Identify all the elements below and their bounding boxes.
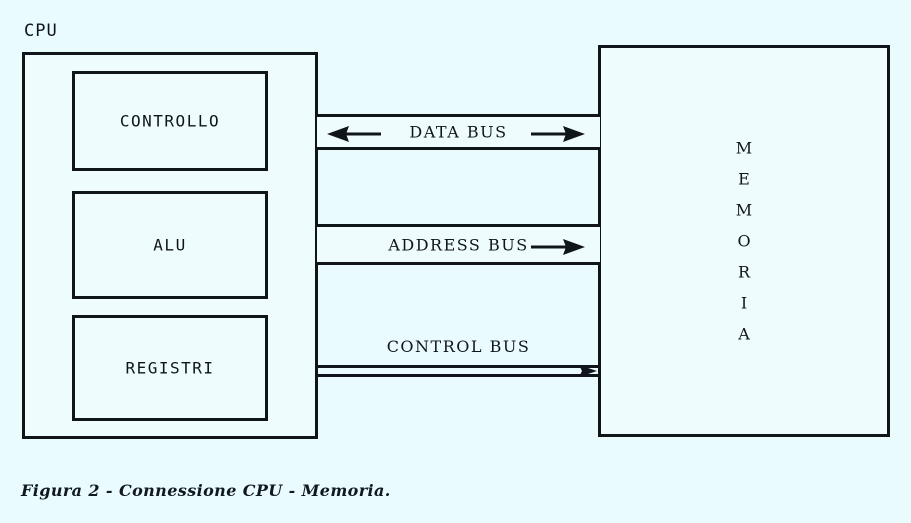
memoria-letter: M — [735, 138, 753, 158]
data-bus-label: DATA BUS — [409, 122, 508, 142]
memoria-letter: I — [740, 293, 748, 313]
address-bus-band: ADDRESS BUS — [317, 224, 600, 265]
memoria-label: M E M O R I A — [601, 133, 887, 350]
alu-label: ALU — [153, 235, 187, 255]
control-bus-right-arrow-icon — [579, 365, 597, 377]
cpu-label: CPU — [24, 21, 58, 41]
memoria-letter: E — [738, 169, 750, 189]
control-bus-line-top — [317, 365, 600, 368]
data-bus-right-arrow-icon — [531, 126, 585, 142]
control-bus-line-bottom — [317, 374, 600, 377]
data-bus-left-arrow-icon — [327, 126, 381, 142]
memoria-letter: O — [737, 231, 751, 251]
control-bus-label: CONTROL BUS — [386, 337, 531, 356]
address-bus-label: ADDRESS BUS — [388, 235, 529, 254]
cpu-block-controllo: CONTROLLO — [72, 71, 268, 171]
memoria-box: M E M O R I A — [598, 45, 890, 437]
cpu-block-registri: REGISTRI — [72, 315, 268, 421]
memoria-letter: R — [737, 262, 751, 282]
memoria-letter: M — [735, 200, 753, 220]
address-bus-right-arrow-icon — [531, 239, 585, 255]
memoria-letter: A — [738, 324, 750, 344]
control-bus-band — [317, 362, 600, 380]
controllo-label: CONTROLLO — [119, 111, 221, 131]
data-bus-band: DATA BUS — [317, 114, 600, 150]
cpu-block-alu: ALU — [72, 191, 268, 299]
figure-caption: Figura 2 - Connessione CPU - Memoria. — [21, 481, 391, 500]
registri-label: REGISTRI — [125, 358, 215, 378]
